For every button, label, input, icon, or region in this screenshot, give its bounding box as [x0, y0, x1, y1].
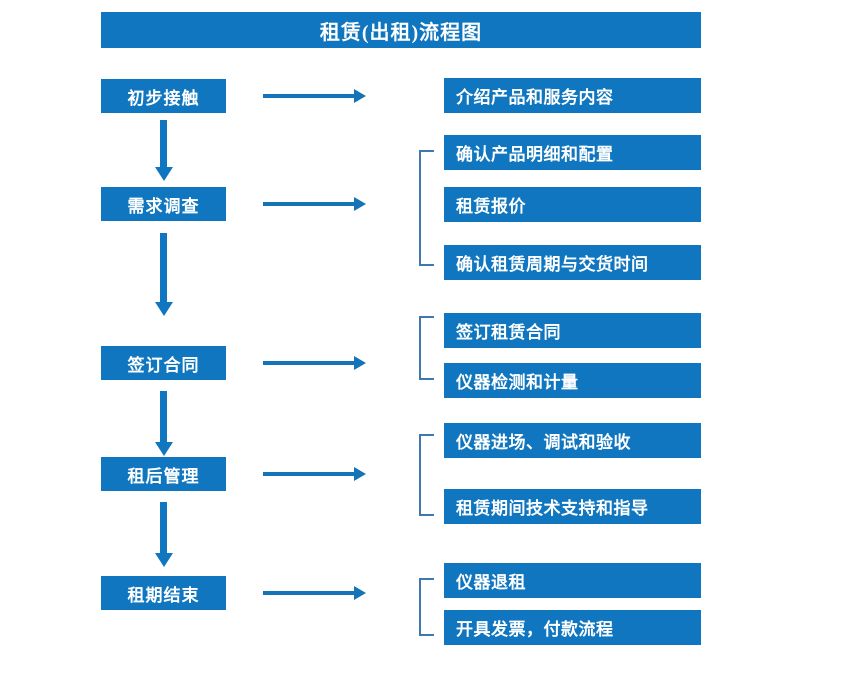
bracket-connector-2	[419, 150, 434, 266]
bracket-connector-4	[419, 434, 434, 516]
horizontal-arrow-3	[263, 361, 355, 365]
horizontal-arrow-4	[263, 472, 355, 476]
detail-box-2-2[interactable]: 租赁报价	[444, 187, 701, 222]
horizontal-arrow-5	[263, 591, 355, 595]
detail-box-1-1[interactable]: 介绍产品和服务内容	[444, 78, 701, 113]
detail-box-4-1[interactable]: 仪器进场、调试和验收	[444, 423, 701, 458]
bracket-connector-5	[419, 578, 434, 636]
page-title: 租赁(出租)流程图	[101, 12, 701, 48]
detail-box-4-2[interactable]: 租赁期间技术支持和指导	[444, 489, 701, 524]
horizontal-arrow-2	[263, 202, 355, 206]
stage-box-4[interactable]: 租后管理	[101, 457, 226, 491]
vertical-arrow-1	[160, 120, 167, 168]
detail-box-3-2[interactable]: 仪器检测和计量	[444, 363, 701, 398]
detail-box-5-2[interactable]: 开具发票，付款流程	[444, 610, 701, 645]
stage-box-1[interactable]: 初步接触	[101, 79, 226, 113]
detail-box-3-1[interactable]: 签订租赁合同	[444, 313, 701, 348]
vertical-arrow-2	[160, 233, 167, 303]
detail-box-5-1[interactable]: 仪器退租	[444, 563, 701, 598]
stage-box-3[interactable]: 签订合同	[101, 346, 226, 380]
stage-box-5[interactable]: 租期结束	[101, 576, 226, 610]
detail-box-2-1[interactable]: 确认产品明细和配置	[444, 135, 701, 170]
horizontal-arrow-1	[263, 94, 355, 98]
vertical-arrow-3	[160, 391, 167, 443]
vertical-arrow-4	[160, 502, 167, 554]
stage-box-2[interactable]: 需求调查	[101, 187, 226, 221]
bracket-connector-3	[419, 316, 434, 380]
detail-box-2-3[interactable]: 确认租赁周期与交货时间	[444, 245, 701, 280]
